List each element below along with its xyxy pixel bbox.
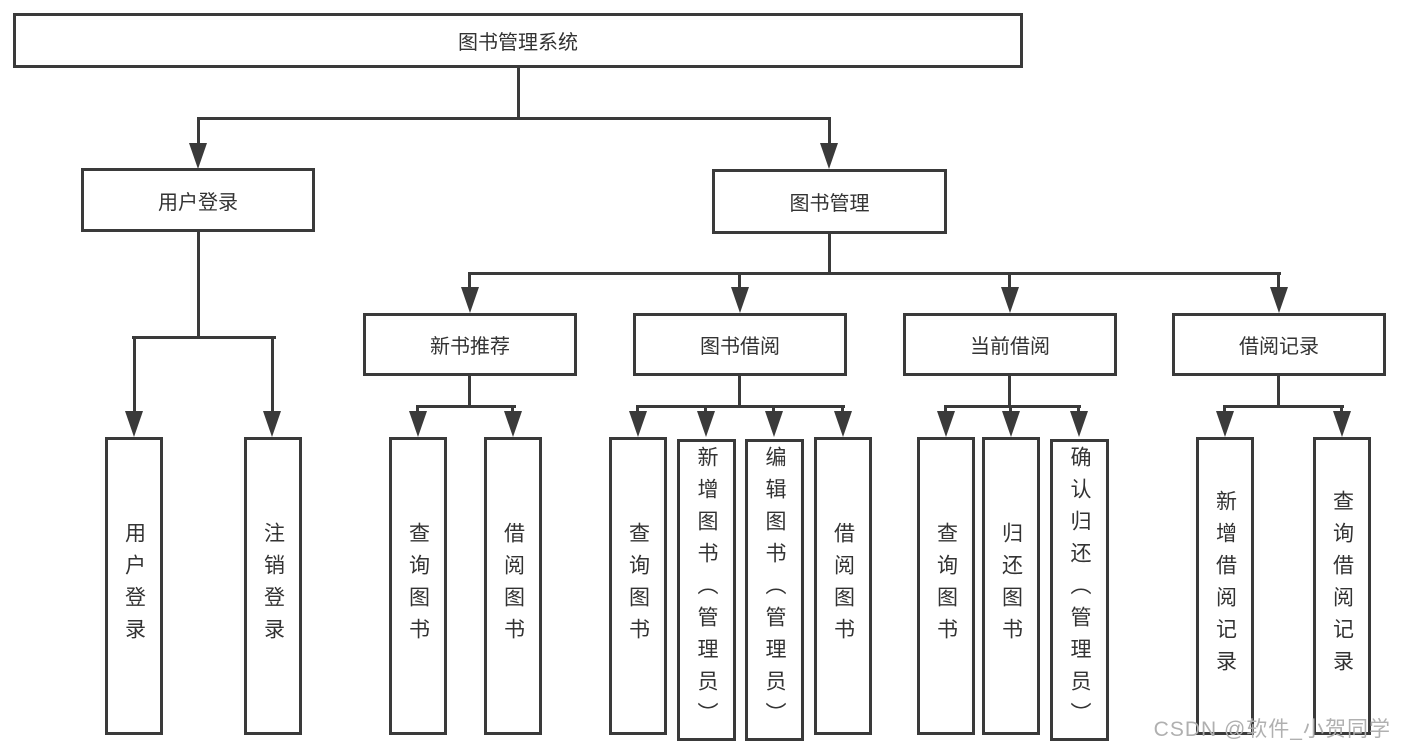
- connector-drop-br-query: [1340, 405, 1343, 415]
- leaf-br-add-record: 新增借阅记录: [1196, 437, 1254, 735]
- connector-root-stem: [517, 68, 520, 117]
- connector-book-mgmt-stem: [828, 234, 831, 274]
- connector-drop-cb-confirm: [1077, 405, 1080, 415]
- arrowhead-new-book: [461, 287, 479, 313]
- arrowhead-nb-borrow: [504, 411, 522, 437]
- arrowhead-bb-edit: [765, 411, 783, 437]
- node-book-borrow: 图书借阅: [633, 313, 847, 376]
- connector-borrow-records-stem: [1277, 376, 1280, 407]
- arrowhead-br-add: [1216, 411, 1234, 437]
- connector-drop-user-login: [197, 117, 200, 147]
- connector-root-rail: [197, 117, 831, 120]
- arrowhead-cb-query: [937, 411, 955, 437]
- connector-drop-br-add: [1223, 405, 1226, 415]
- connector-user-login-rail: [132, 336, 276, 339]
- node-user-login: 用户登录: [81, 168, 315, 232]
- connector-drop-book-mgmt: [828, 117, 831, 147]
- leaf-bb-query-books: 查询图书: [609, 437, 667, 735]
- arrowhead-book-borrow: [731, 287, 749, 313]
- arrowhead-borrow-records: [1270, 287, 1288, 313]
- node-new-book-recommend: 新书推荐: [363, 313, 577, 376]
- arrowhead-user-login: [189, 143, 207, 169]
- connector-book-borrow-stem: [738, 376, 741, 407]
- connector-drop-bb-query: [636, 405, 639, 415]
- connector-new-book-stem: [468, 376, 471, 407]
- connector-drop-cb-query: [944, 405, 947, 415]
- arrowhead-book-mgmt: [820, 143, 838, 169]
- connector-user-login-stem: [197, 232, 200, 337]
- leaf-br-query-record: 查询借阅记录: [1313, 437, 1371, 735]
- leaf-cb-confirm-return-admin: 确认归还（管理员）: [1050, 439, 1109, 741]
- arrowhead-current-borrow: [1001, 287, 1019, 313]
- node-borrow-records: 借阅记录: [1172, 313, 1386, 376]
- connector-new-book-rail: [416, 405, 516, 408]
- leaf-cb-return-books: 归还图书: [982, 437, 1040, 735]
- connector-book-borrow-rail: [636, 405, 845, 408]
- leaf-logout: 注销登录: [244, 437, 302, 735]
- arrowhead-br-query: [1333, 411, 1351, 437]
- node-current-borrow: 当前借阅: [903, 313, 1117, 376]
- connector-drop-book-borrow: [738, 272, 741, 290]
- connector-current-borrow-stem: [1008, 376, 1011, 407]
- leaf-cb-query-books: 查询图书: [917, 437, 975, 735]
- leaf-bb-edit-books-admin: 编辑图书（管理员）: [745, 439, 804, 741]
- arrowhead-cb-return: [1002, 411, 1020, 437]
- leaf-nb-query-books: 查询图书: [389, 437, 447, 735]
- arrowhead-bb-borrow: [834, 411, 852, 437]
- leaf-bb-borrow-books: 借阅图书: [814, 437, 872, 735]
- connector-drop-bb-add: [704, 405, 707, 415]
- arrowhead-bb-add: [697, 411, 715, 437]
- node-root-library-management-system: 图书管理系统: [13, 13, 1023, 68]
- connector-drop-new-book: [468, 272, 471, 290]
- connector-drop-bb-edit: [772, 405, 775, 415]
- leaf-nb-borrow-books: 借阅图书: [484, 437, 542, 735]
- connector-drop-cb-return: [1009, 405, 1012, 415]
- node-book-management: 图书管理: [712, 169, 947, 234]
- arrowhead-cb-confirm: [1070, 411, 1088, 437]
- connector-drop-nb-query: [416, 405, 419, 415]
- arrowhead-leaf-logout: [263, 411, 281, 437]
- connector-drop-current-borrow: [1008, 272, 1011, 290]
- leaf-bb-add-books-admin: 新增图书（管理员）: [677, 439, 736, 741]
- connector-drop-bb-borrow: [841, 405, 844, 415]
- leaf-user-login: 用户登录: [105, 437, 163, 735]
- connector-borrow-records-rail: [1223, 405, 1344, 408]
- connector-drop-borrow-records: [1277, 272, 1280, 290]
- connector-book-mgmt-rail: [468, 272, 1281, 275]
- connector-drop-nb-borrow: [511, 405, 514, 415]
- connector-current-borrow-rail: [944, 405, 1081, 408]
- csdn-watermark: CSDN @软件_小贺同学: [1153, 718, 1391, 741]
- connector-drop-leaf-user-login: [133, 336, 136, 414]
- arrowhead-nb-query: [409, 411, 427, 437]
- arrowhead-leaf-user-login: [125, 411, 143, 437]
- connector-drop-leaf-logout: [271, 336, 274, 414]
- arrowhead-bb-query: [629, 411, 647, 437]
